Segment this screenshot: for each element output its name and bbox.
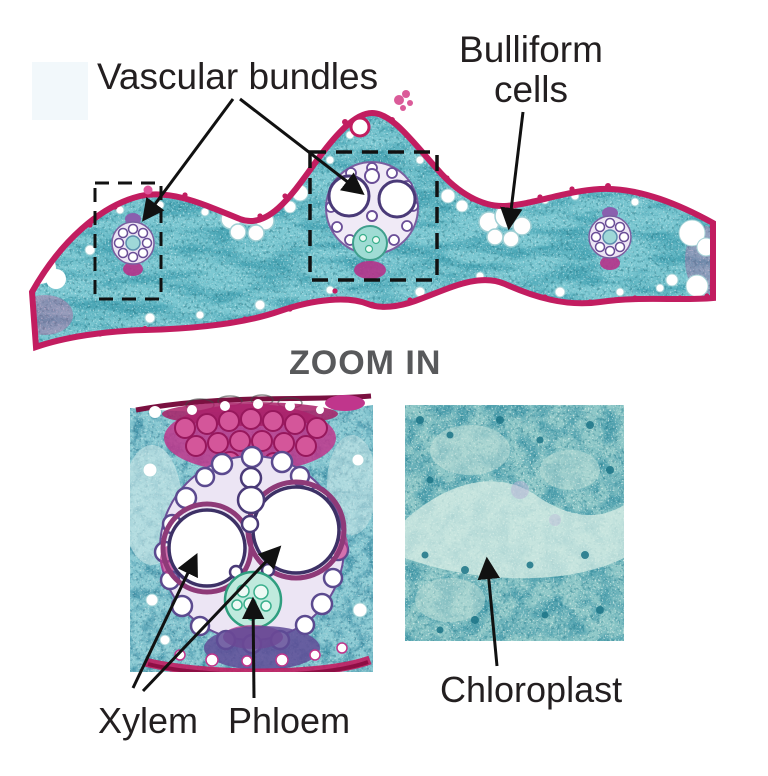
leaf-cross-section-micrograph <box>28 90 716 352</box>
arrow-to-chloroplast <box>477 556 500 667</box>
leaf-epidermis-outline <box>28 109 716 352</box>
bulliform-cells-label: Bulliform cells <box>442 30 620 110</box>
epidermis-fuzz <box>57 117 710 343</box>
vascular-bundle-right <box>588 207 632 270</box>
vascular-bundle-center <box>325 161 419 279</box>
vascular-bundle-zoom-micrograph <box>130 393 373 699</box>
bulliform-cells-label-line2: cells <box>493 68 569 110</box>
scan-artifact <box>32 62 88 120</box>
zoom-in-label: ZOOM IN <box>289 344 442 382</box>
vascular-bundles-label: Vascular bundles <box>97 56 379 97</box>
sclerenchyma-cluster <box>204 626 320 670</box>
arrow-to-left-bundle <box>141 98 235 222</box>
bulliform-cells-label-line1: Bulliform <box>459 29 603 70</box>
chloroplast-micrograph <box>405 405 624 667</box>
xylem-vessel-small-right <box>377 179 417 219</box>
chloroplast-label: Chloroplast <box>440 669 623 710</box>
phloem-label: Phloem <box>228 700 351 741</box>
dashed-roi-left <box>93 181 163 301</box>
dashed-roi-center <box>308 150 439 282</box>
arrow-to-xylem-left <box>131 552 198 689</box>
stoma <box>349 116 371 138</box>
phloem-small <box>352 225 388 261</box>
arrow-to-bulliform-cells <box>500 111 525 231</box>
chloroplast-dots <box>416 416 614 634</box>
xylem-label: Xylem <box>98 700 199 741</box>
arrow-to-phloem <box>241 596 265 699</box>
light-cell-patch <box>405 481 624 579</box>
vascular-bundle-left <box>111 213 155 276</box>
arrow-to-center-bundle <box>239 97 365 196</box>
arrow-to-xylem-right <box>141 545 282 693</box>
stain-fragment <box>394 90 413 111</box>
